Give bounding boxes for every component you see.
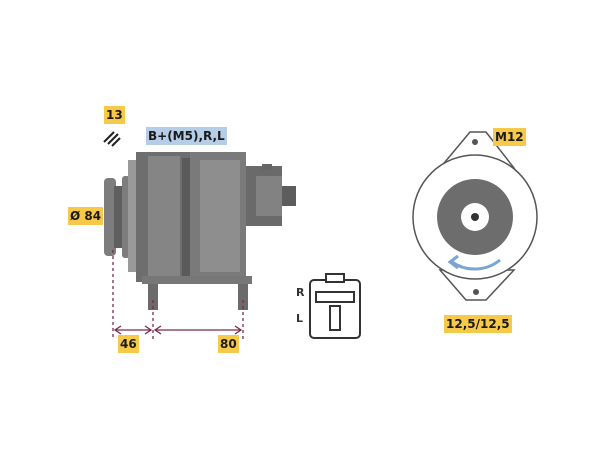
side-view	[104, 152, 296, 310]
dimension-lines	[112, 250, 244, 340]
dim-label-80: 80	[218, 335, 239, 353]
housing-seam	[182, 158, 190, 276]
rotation-arrow-head	[447, 254, 459, 270]
mount-hole-bottom	[473, 289, 479, 295]
arrow-80-right	[234, 325, 243, 335]
mount-base	[142, 276, 252, 284]
front-view	[412, 131, 538, 301]
diameter-label: Ø 84	[68, 207, 104, 225]
hatch-icon	[103, 131, 121, 147]
pulley-groove	[114, 186, 124, 248]
connection-label: B+(M5),R,L	[146, 127, 227, 145]
arrow-46-right	[144, 325, 153, 335]
mount-foot-front	[148, 280, 158, 310]
mount-hole-top	[472, 139, 478, 145]
dim-label-46: 46	[118, 335, 139, 353]
connector-plug	[282, 186, 296, 206]
terminal-l-label: L	[296, 312, 304, 325]
front-housing-face	[148, 156, 180, 278]
part-code-label: 13	[104, 106, 125, 124]
pulley-outer	[104, 178, 116, 256]
terminal-r-label: R	[296, 286, 305, 299]
rear-housing-face	[200, 160, 240, 272]
arrow-46-left	[113, 325, 122, 335]
terminal-stud	[262, 164, 272, 170]
rotation-arrow-icon	[451, 258, 501, 271]
connector-view	[309, 273, 361, 339]
mount-thread-label: M12	[493, 128, 526, 146]
fan	[128, 160, 138, 272]
terminal-r-slot	[315, 291, 355, 303]
arrow-80-left	[153, 325, 162, 335]
terminal-l-slot	[329, 305, 341, 331]
connector-latch	[325, 273, 345, 283]
shaft	[471, 213, 479, 221]
bore-label: 12,5/12,5	[444, 315, 512, 333]
mount-foot-rear	[238, 278, 248, 310]
regulator-box	[256, 176, 282, 216]
